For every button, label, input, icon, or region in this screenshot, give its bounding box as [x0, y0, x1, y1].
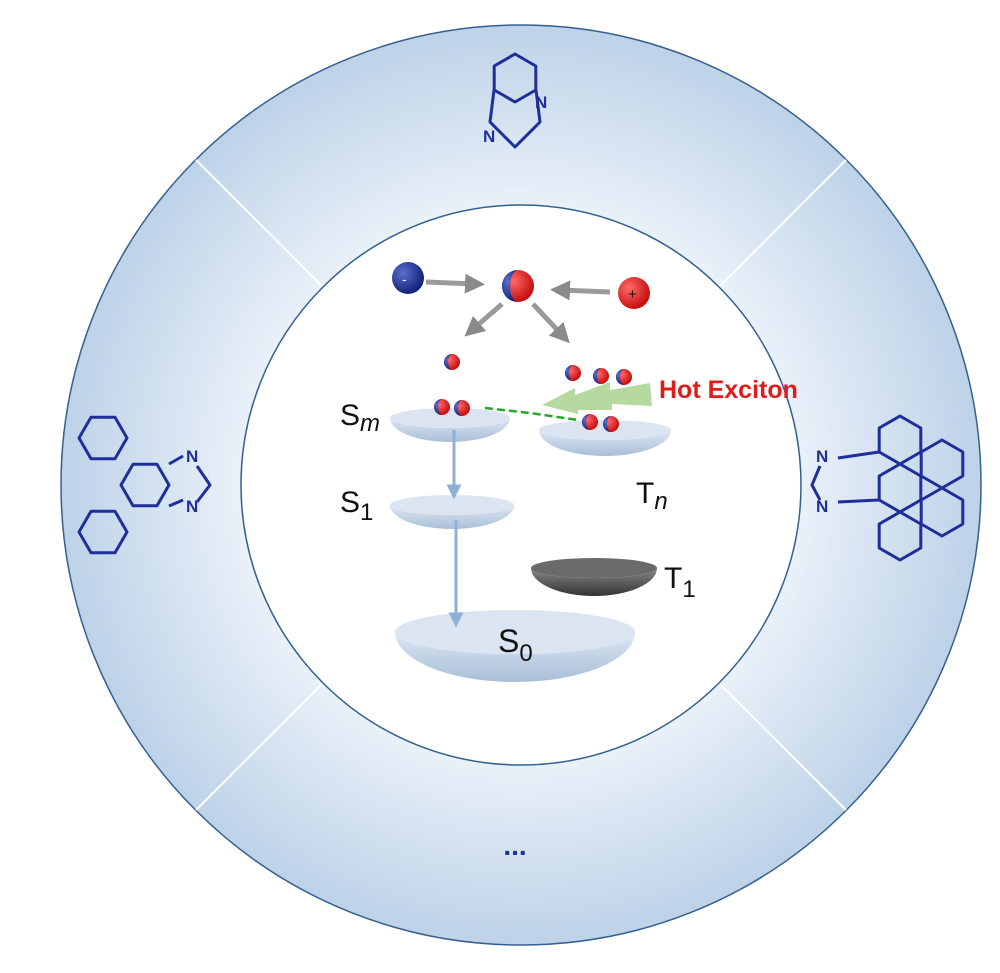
tn-level-disk	[539, 420, 671, 456]
hot-exciton-label: Hot Exciton	[659, 376, 798, 404]
hole-sphere	[618, 277, 650, 309]
level-label-tn: Tn	[636, 477, 668, 515]
atom-n: N	[816, 447, 828, 466]
level-label-s0: S0	[498, 623, 533, 667]
exciton-sphere	[444, 354, 460, 370]
exciton-sphere	[603, 416, 619, 432]
exciton-sphere	[502, 270, 534, 302]
ring-bond	[77, 415, 129, 461]
exciton-sphere	[565, 365, 581, 381]
negative-sign: -	[402, 271, 407, 287]
level-label-s1: S1	[340, 486, 373, 526]
sm-level-disk	[390, 408, 510, 442]
atom-n: N	[186, 447, 198, 466]
level-label-sm: Sm	[340, 399, 380, 437]
exciton-sphere	[434, 399, 450, 415]
rise-conversion-dashes	[484, 406, 579, 422]
level-label-t1: T1	[664, 562, 696, 603]
atom-n: N	[186, 497, 198, 516]
imidazole-bond	[488, 89, 542, 149]
exciton-sphere	[454, 400, 470, 416]
imidazole-bond	[810, 465, 822, 501]
exciton-sphere	[616, 369, 632, 385]
ring-dividers	[195, 159, 847, 811]
ring-bond	[77, 509, 129, 555]
radiative-arrows	[446, 430, 464, 628]
phenanthroimidazole-molecule	[77, 415, 212, 555]
electron-sphere	[392, 262, 424, 294]
exciton-sphere	[582, 414, 598, 430]
ring-bond	[492, 52, 538, 104]
t1-level-disk	[531, 558, 657, 596]
exciton-sphere	[593, 368, 609, 384]
formation-arrows	[425, 273, 611, 344]
pyrenoimidazole-molecule	[810, 414, 965, 562]
positive-sign: +	[628, 286, 637, 303]
inner-circle	[240, 204, 802, 766]
imidazole-bond	[195, 465, 212, 503]
s1-level-disk	[390, 495, 514, 529]
more-molecules-ellipsis: ...	[503, 830, 526, 861]
exciton-pairs	[434, 354, 632, 432]
atom-n: N	[535, 93, 547, 112]
ring-bond	[919, 486, 965, 538]
atom-n: N	[483, 127, 495, 146]
hot-exciton-lightning	[542, 382, 652, 414]
benzimidazole-molecule	[488, 52, 542, 149]
ring-bond	[119, 462, 171, 508]
atom-n: N	[816, 497, 828, 516]
